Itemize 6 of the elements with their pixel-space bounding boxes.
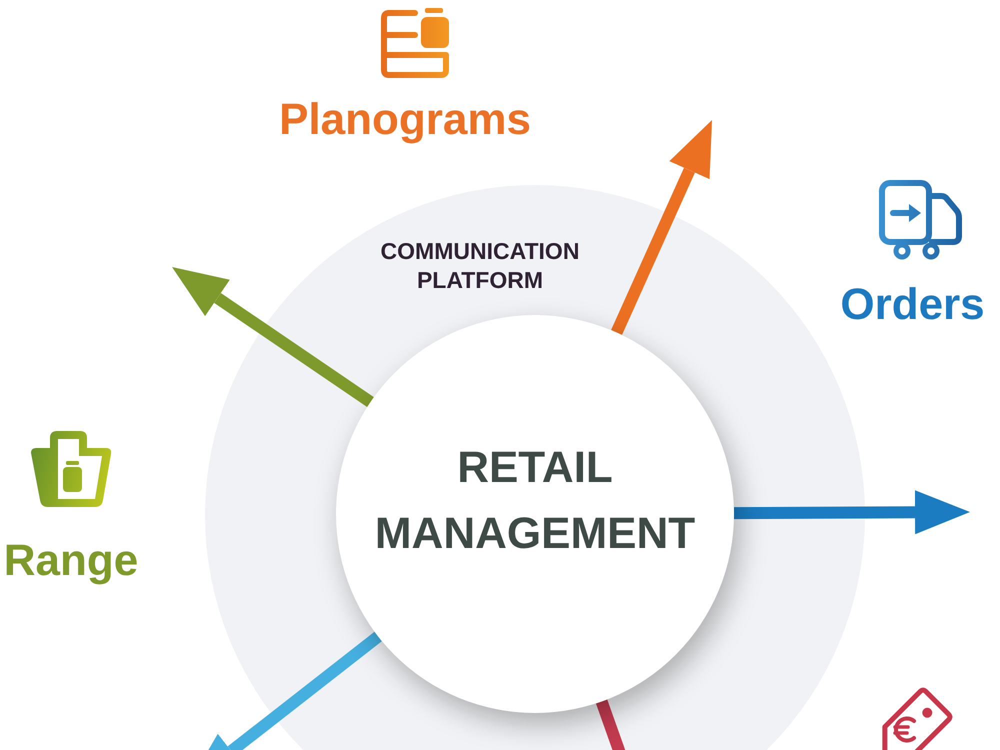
section-label: Planograms [279,98,531,142]
section-label: Range [4,539,138,583]
hub-label: RETAIL MANAGEMENT [374,442,696,560]
arrow [734,490,970,534]
section-label: Orders [840,283,985,327]
ring-label: COMMUNICATION PLATFORM [380,237,580,295]
